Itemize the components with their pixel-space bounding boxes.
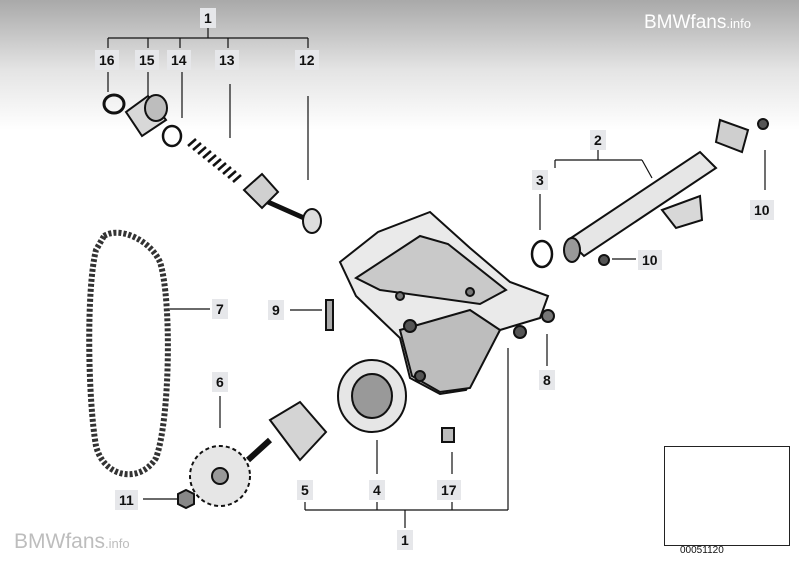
- callout-1-bottom: 1: [397, 530, 413, 550]
- bolt-8: [541, 309, 555, 323]
- callout-4: 4: [369, 480, 385, 500]
- callout-10-lower: 10: [638, 250, 662, 270]
- nut-11: [177, 488, 195, 510]
- drive-chain-7: [86, 229, 171, 478]
- outer-rotor-4: [337, 359, 407, 433]
- callout-16: 16: [95, 50, 119, 70]
- bolt-9: [325, 299, 334, 331]
- callout-14: 14: [167, 50, 191, 70]
- sprocket-6: [189, 445, 251, 507]
- o-ring-14: [161, 124, 183, 148]
- callout-8: 8: [539, 370, 555, 390]
- watermark-bottom: BMWfans.info: [14, 530, 130, 553]
- callout-10-upper: 10: [750, 200, 774, 220]
- callout-15: 15: [135, 50, 159, 70]
- oil-pickup-pipe-2: [563, 118, 750, 263]
- watermark-top: BMWfans.info: [644, 12, 751, 33]
- bolt-10-upper: [757, 118, 769, 130]
- dowel-17: [441, 427, 455, 443]
- callout-17: 17: [437, 480, 461, 500]
- snap-ring-16: [102, 93, 126, 115]
- callout-13: 13: [215, 50, 239, 70]
- callout-1-top: 1: [200, 8, 216, 28]
- callout-11: 11: [115, 490, 138, 510]
- inner-rotor-shaft-5: [245, 400, 328, 463]
- o-ring-3: [530, 239, 554, 269]
- leader-lines: [107, 28, 766, 528]
- reference-thumbnail-frame: [664, 446, 790, 546]
- callout-5: 5: [297, 480, 313, 500]
- diagram-code: 00051120: [680, 545, 724, 556]
- callout-6: 6: [212, 372, 228, 392]
- valve-piston-12: [242, 172, 322, 234]
- callout-2: 2: [590, 130, 606, 150]
- callout-9: 9: [268, 300, 284, 320]
- callout-12: 12: [295, 50, 319, 70]
- callout-7: 7: [212, 299, 228, 319]
- bolt-10-lower: [598, 254, 610, 266]
- callout-3: 3: [532, 170, 548, 190]
- sleeve-15: [124, 94, 168, 138]
- spring-13: [187, 138, 242, 183]
- oil-pump-housing: [338, 210, 550, 396]
